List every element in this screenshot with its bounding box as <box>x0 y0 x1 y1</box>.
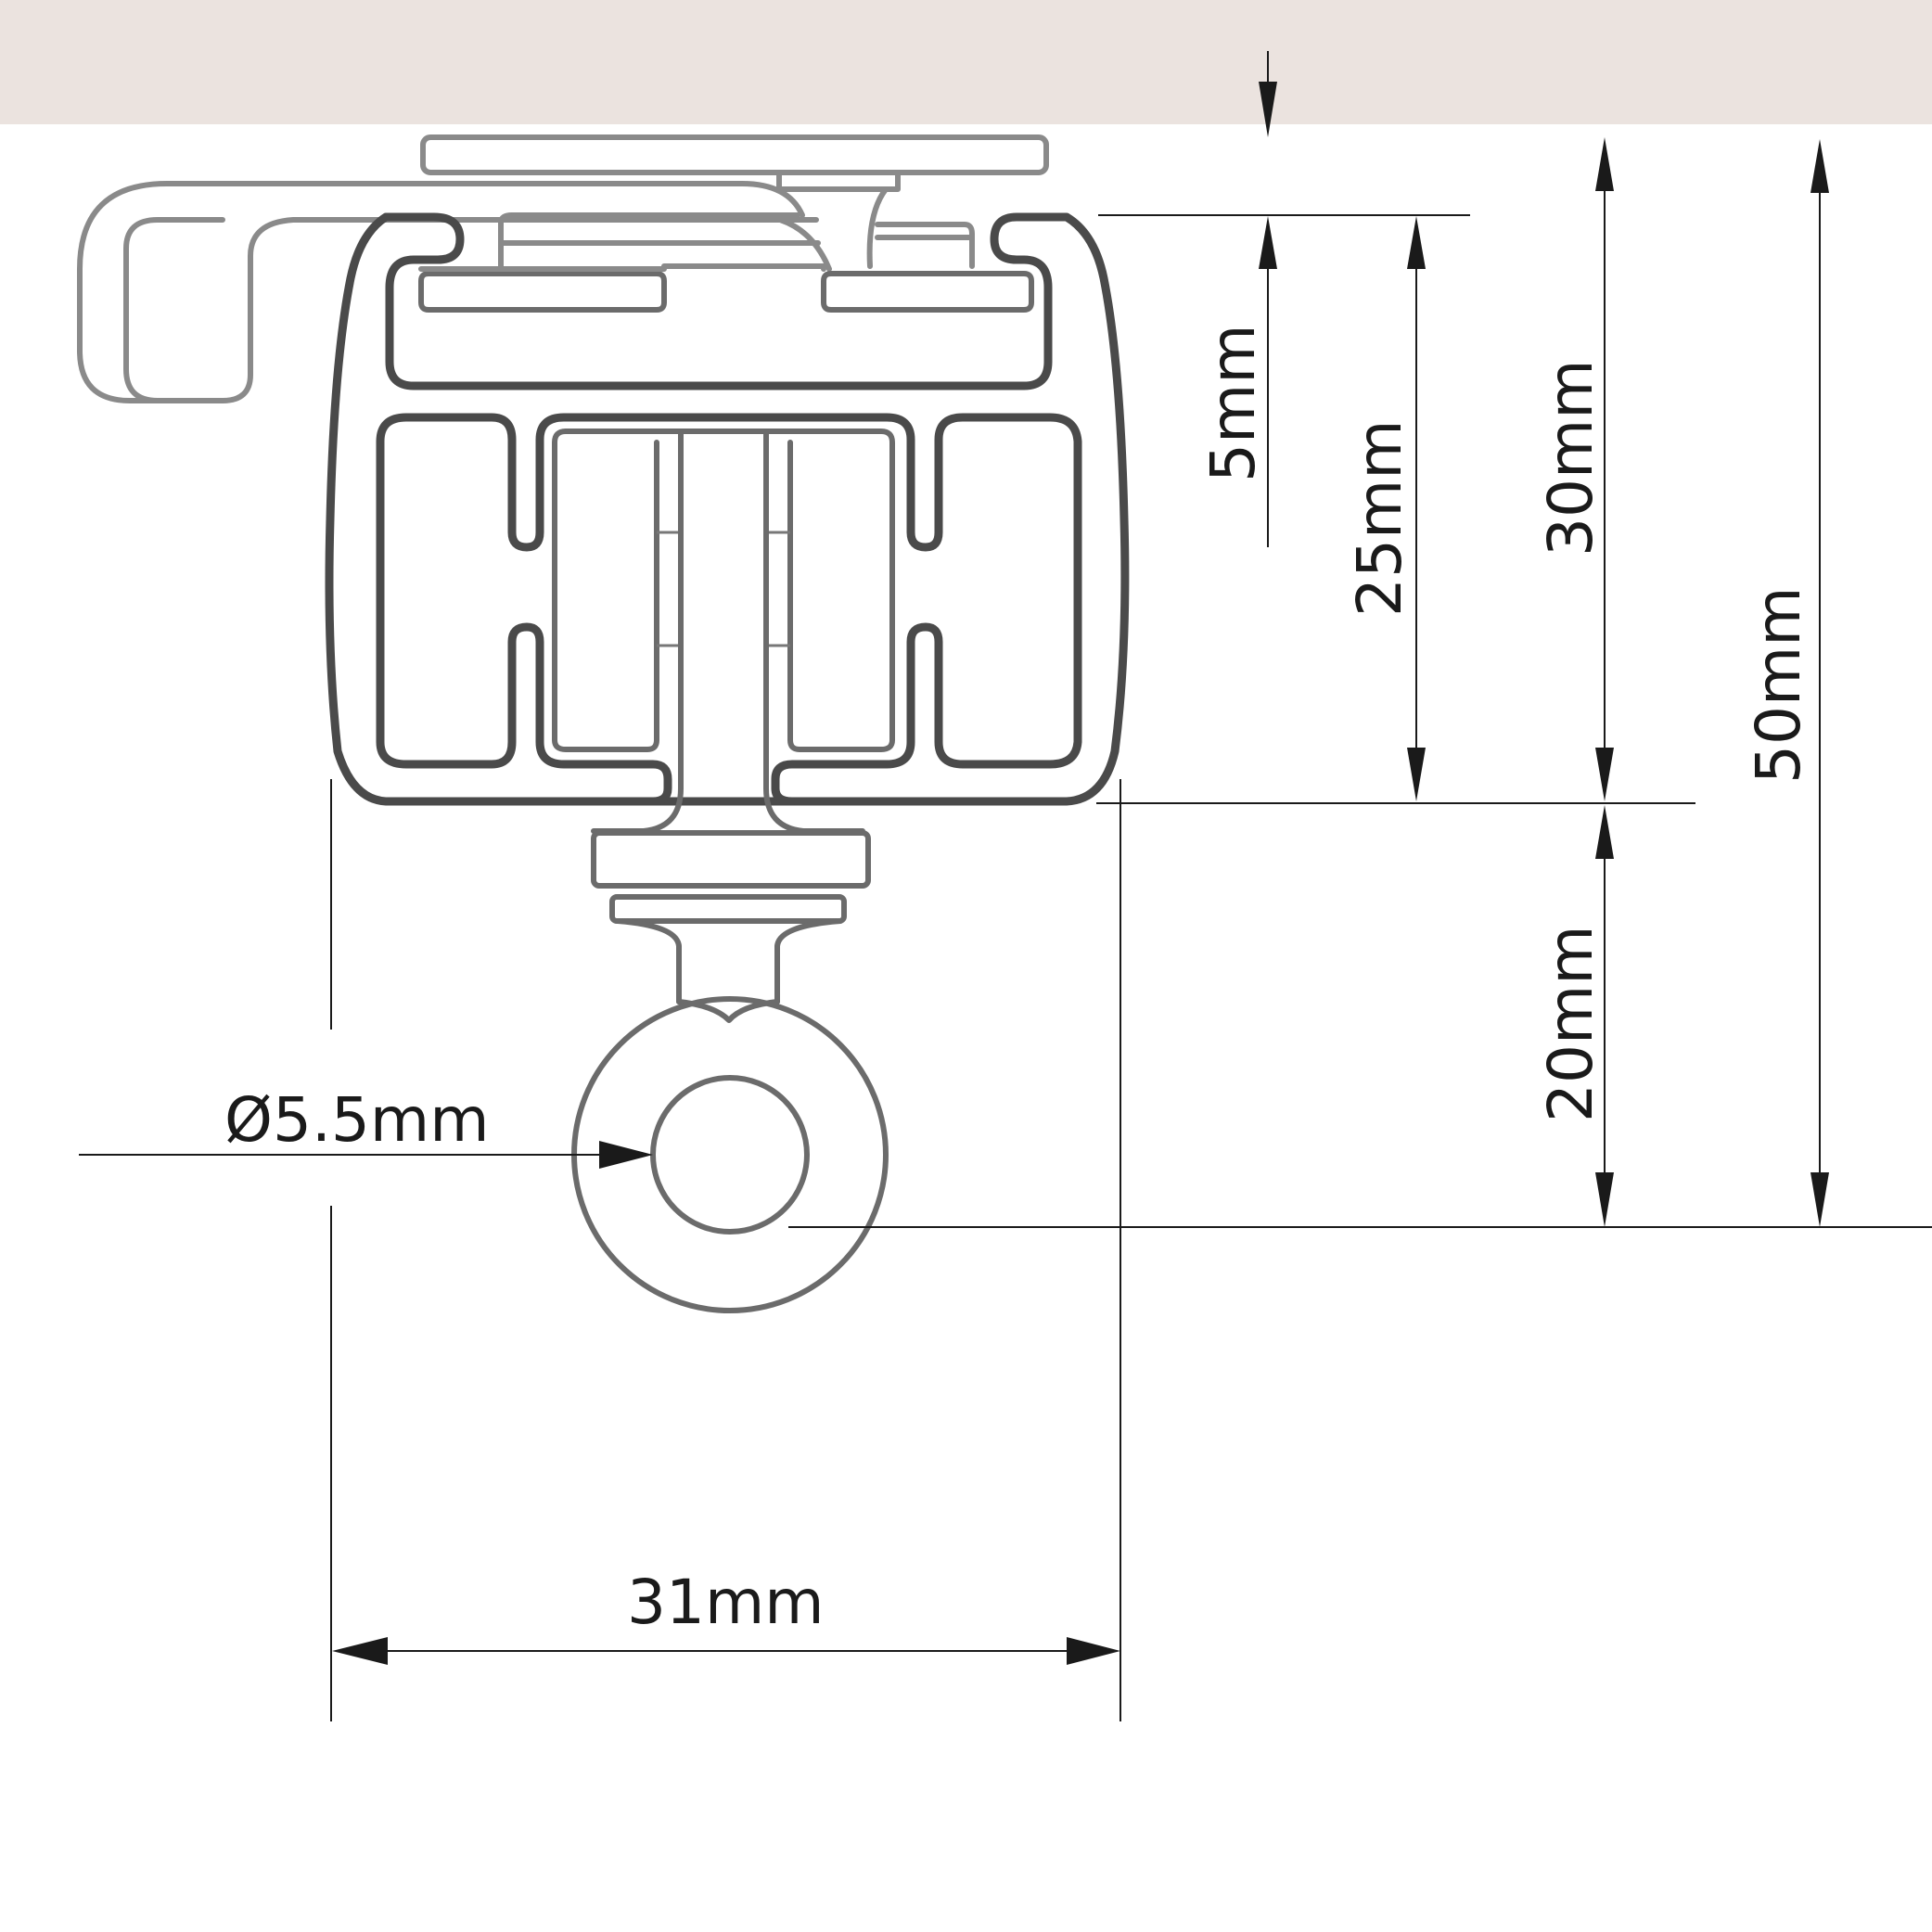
body-total-label: 30mm <box>1535 359 1606 557</box>
body-height-label: 25mm <box>1344 419 1415 617</box>
overall-height-label: 50mm <box>1743 586 1814 784</box>
ceiling-surface <box>0 0 1932 124</box>
width-label: 31mm <box>627 1567 825 1638</box>
gap-top-label: 5mm <box>1197 324 1269 482</box>
runner-hook <box>571 830 889 1313</box>
hook-hole <box>650 1075 810 1235</box>
runner-top-clip <box>77 134 1049 403</box>
dimension-lines <box>79 51 1932 1721</box>
hook-drop-label: 20mm <box>1535 925 1606 1122</box>
dimension-labels: Ø5.5mm 31mm 5mm 25mm 30mm 20mm 50mm <box>224 324 1814 1638</box>
hole-diameter-label: Ø5.5mm <box>224 1084 490 1156</box>
